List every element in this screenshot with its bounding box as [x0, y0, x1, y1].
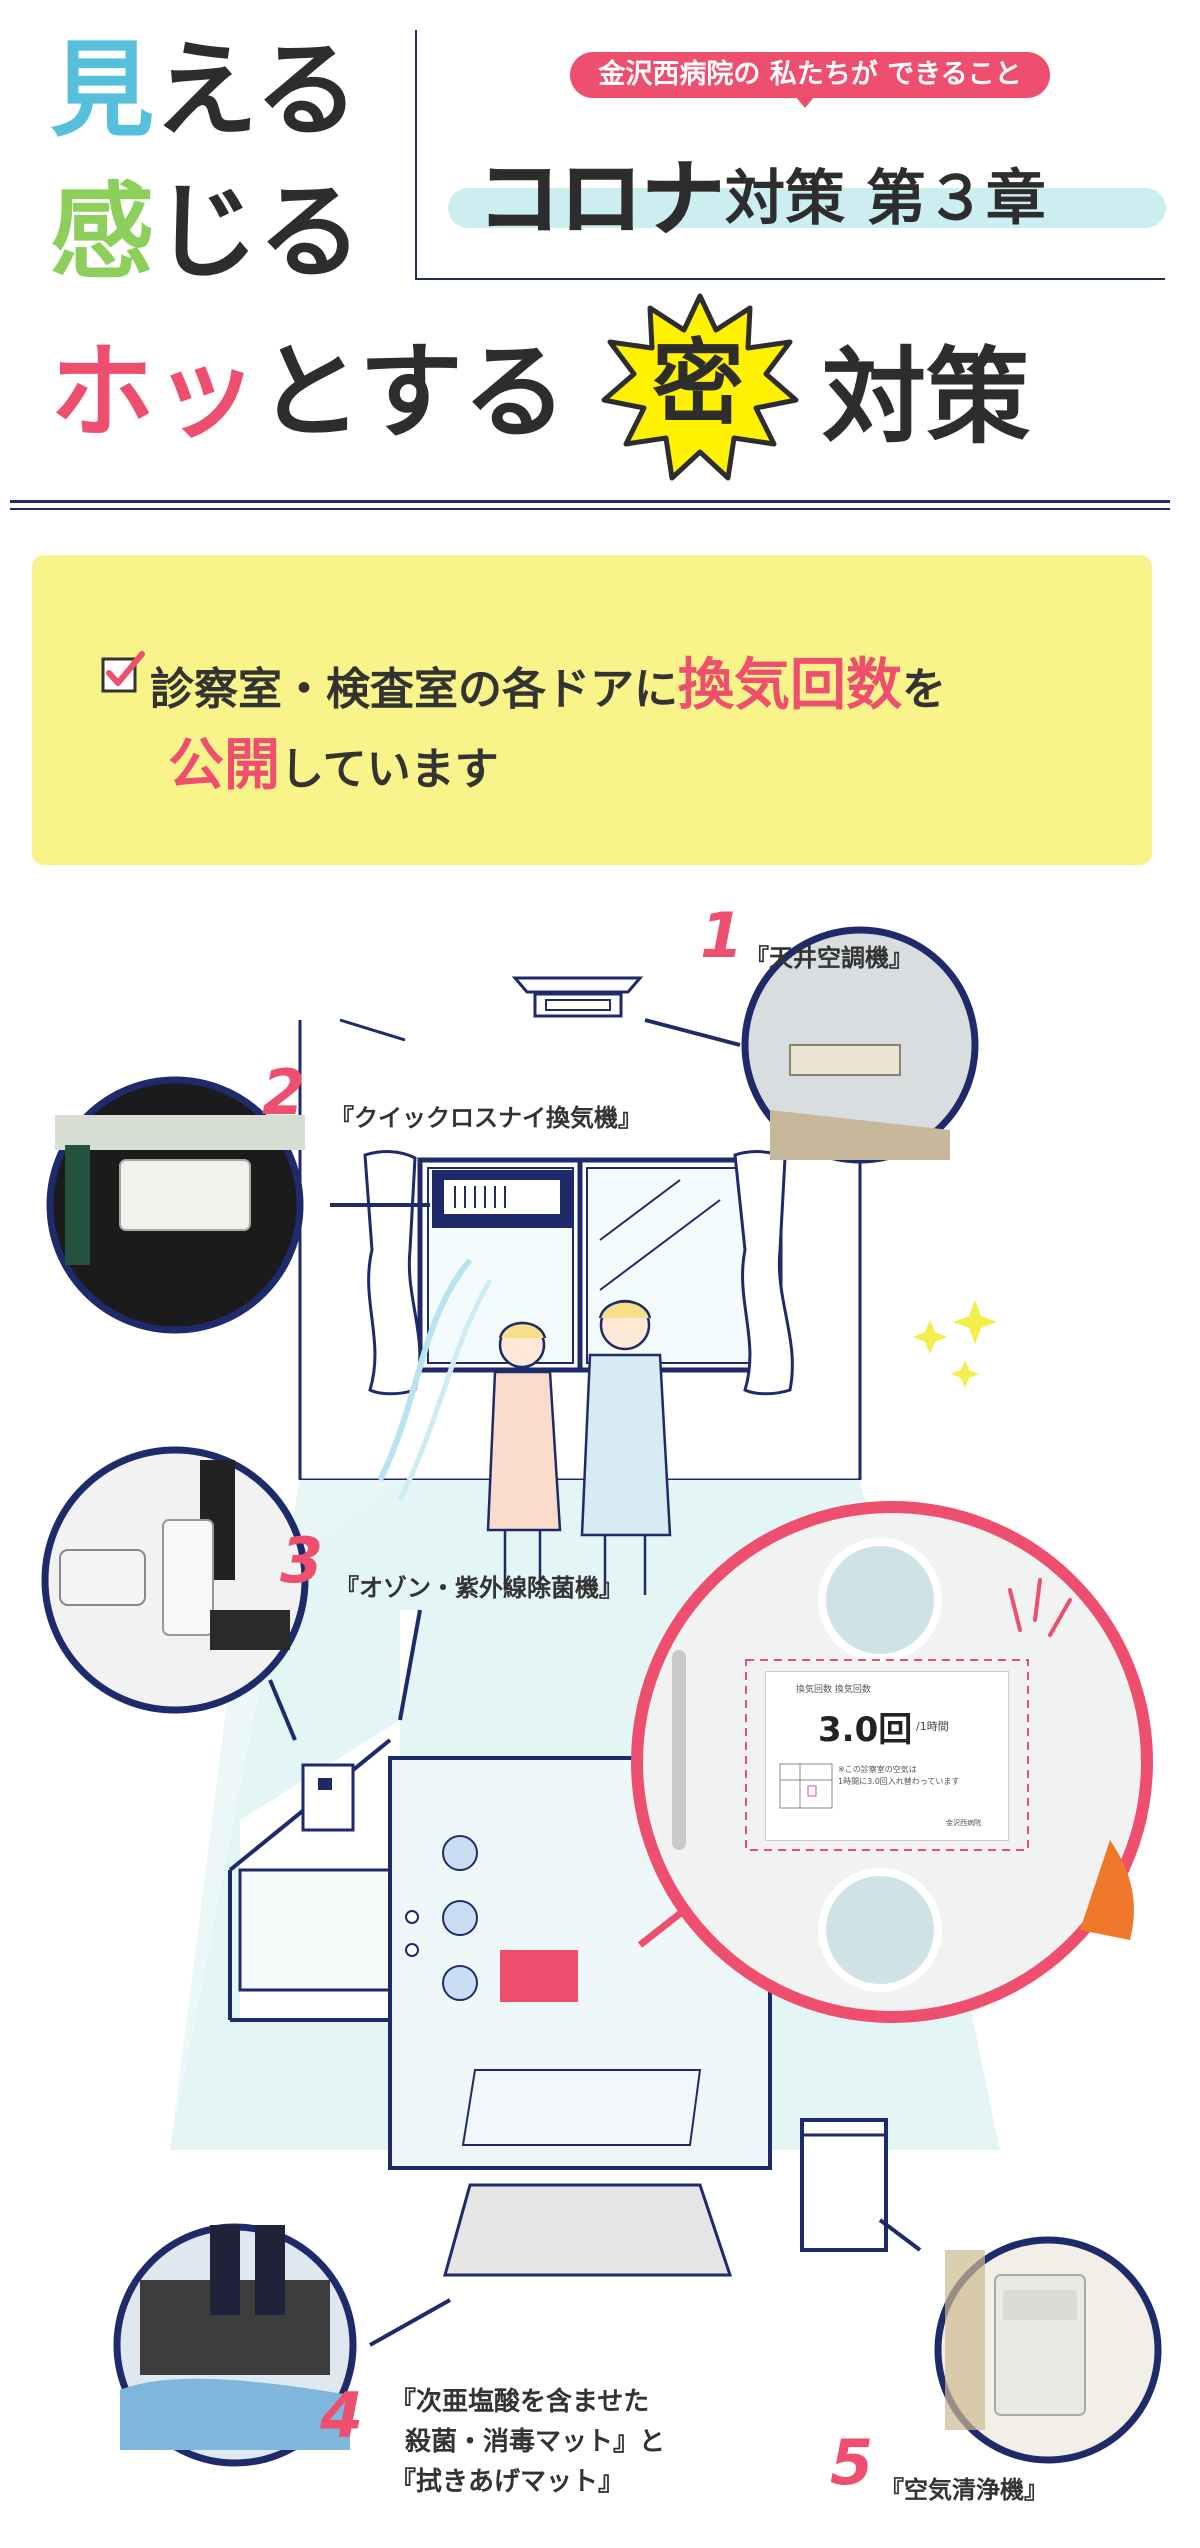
- ventilation-sign: 換気回数 換気回数 3.0回 /1時間 ※この診察室の空気は 1時間に3.0回入…: [766, 1672, 1008, 1840]
- headline-mieru-rest: える: [154, 29, 359, 151]
- notice-box: [32, 555, 1152, 865]
- item-3-number: 3: [280, 1524, 324, 1597]
- photo-purifier: [934, 2236, 1162, 2464]
- notice-part4: 公開: [168, 733, 280, 798]
- headline-line2: 感じる: [50, 180, 362, 284]
- doctor-figure: [580, 1299, 672, 1595]
- checkbox-icon: [101, 651, 145, 693]
- photo-mat: [113, 2223, 357, 2467]
- item-2-number: 2: [262, 1056, 306, 1129]
- item-5-label: 『空気清浄機』: [880, 2476, 1048, 2504]
- item-4-label-3: 『拭きあげマット』: [390, 2467, 625, 2497]
- headline-hotto-rest: とする: [258, 331, 567, 453]
- headline-hotto: ホッ: [50, 331, 259, 453]
- header-underline: [415, 278, 1165, 280]
- headline-mieru-kanji: 見: [50, 29, 155, 151]
- section-rule-2: [10, 508, 1170, 510]
- headline-taisaku: 対策: [822, 336, 1031, 458]
- photo-lossnay: [46, 1076, 305, 1334]
- item-3-label: 『オゾン・紫外線除菌機』: [335, 1574, 623, 1602]
- door-sign-marker: [500, 1950, 578, 2002]
- headline-kanjiru-rest: じる: [154, 171, 363, 293]
- title-band: [448, 188, 1166, 228]
- headline-line1: 見える: [50, 38, 359, 142]
- notice-part2: 換気回数: [678, 653, 902, 718]
- floorplan-icon: [779, 1763, 833, 1809]
- series-title: 対策 第３章: [725, 164, 1046, 234]
- notice-part3: を: [902, 664, 946, 715]
- mitsu-badge-text: 密: [652, 330, 745, 437]
- item-4-label-1: 『次亜塩酸を含ませた: [390, 2387, 650, 2417]
- item-2-label: 『クイックロスナイ換気機』: [330, 1104, 642, 1132]
- item-4-number: 4: [320, 2379, 364, 2452]
- section-rule-1: [10, 500, 1170, 503]
- sign-footer: 金沢西病院: [946, 1819, 981, 1827]
- notice-line2: 公開しています: [168, 720, 499, 801]
- sign-note2: 1時間に3.0回入れ替わっています: [838, 1777, 960, 1786]
- nurse-figure: [486, 1321, 562, 1590]
- item-1-label: 『天井空調機』: [745, 944, 913, 972]
- tag-tail: [795, 96, 815, 108]
- series-katakana: コロナ: [477, 151, 725, 248]
- item-4-label-2: 殺菌・消毒マット』と: [405, 2427, 666, 2457]
- photo-ceiling-ac: [741, 926, 979, 1164]
- item-5-number: 5: [830, 2426, 874, 2499]
- sign-title: 3.0回: [818, 1710, 913, 1750]
- notice-part5: しています: [280, 744, 499, 795]
- notice-line1: 診察室・検査室の各ドアに換気回数を: [150, 640, 946, 721]
- room-illustration: [41, 926, 1162, 2467]
- ceiling-ac-drawing: [511, 976, 644, 1018]
- item-1-number: 1: [700, 899, 744, 972]
- photo-ozone: [41, 1446, 309, 1714]
- header-divider: [415, 30, 417, 280]
- sign-note: ※この診察室の空気は: [838, 1765, 917, 1774]
- mitsu-badge-icon: [601, 293, 799, 481]
- notice-part1: 診察室・検査室の各ドアに: [150, 664, 678, 715]
- sign-small-top: 換気回数 換気回数: [796, 1685, 871, 1695]
- headline-line3: ホッとする: [50, 340, 567, 444]
- hospital-tag: 金沢西病院の 私たちが できること: [570, 52, 1050, 98]
- sign-unit: /1時間: [916, 1720, 949, 1733]
- headline-kanjiru-kanji: 感: [50, 171, 155, 293]
